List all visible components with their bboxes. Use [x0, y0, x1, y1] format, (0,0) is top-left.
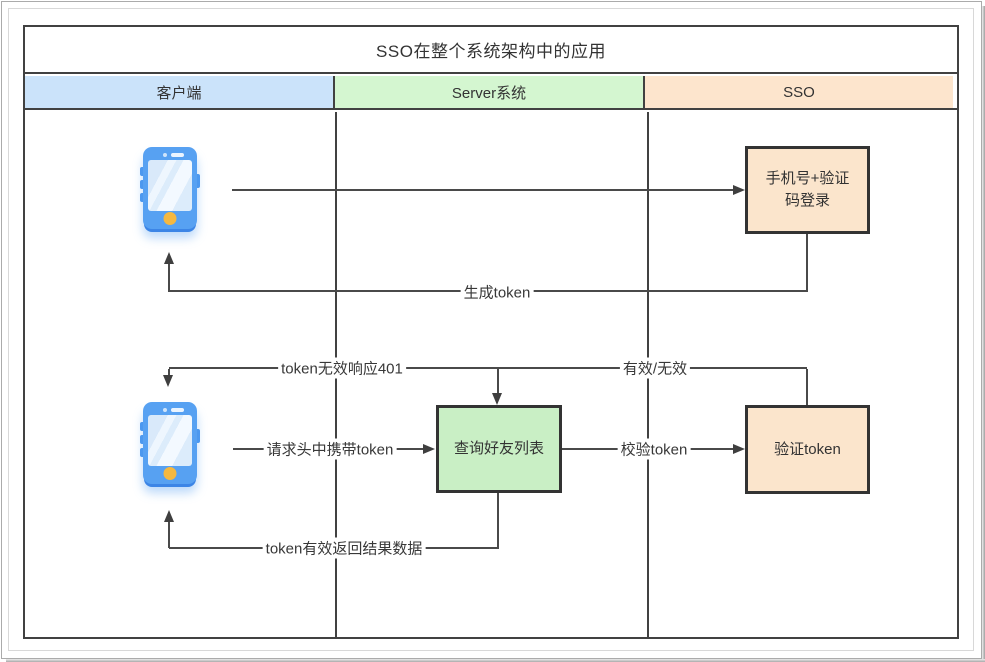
phone-screen [148, 160, 192, 211]
arrow-up-icon [164, 252, 174, 264]
edge-invalid-line-v-left [168, 369, 170, 376]
arrow-up-icon [164, 510, 174, 522]
edge-gen-token-line-v2 [168, 263, 170, 292]
edge-label-valid-invalid: 有效/无效 [619, 357, 691, 379]
arrow-right-icon [733, 444, 745, 454]
edge-label-gen-token: 生成token [460, 281, 534, 303]
edge-label-check-token: 校验token [617, 438, 691, 460]
diagram-title: SSO在整个系统架构中的应用 [25, 27, 957, 74]
arrow-right-icon [733, 185, 745, 195]
phone-speaker-bar [171, 408, 184, 412]
edge-valid-line-h [169, 367, 807, 369]
phone-camera-dot [163, 408, 167, 412]
smartphone-icon[interactable] [140, 147, 200, 233]
edge-valid-line-v-right [806, 369, 808, 405]
edge-gen-token-line-v1 [806, 234, 808, 292]
edge-label-valid-return: token有效返回结果数据 [262, 537, 426, 559]
lane-header-client: 客户端 [25, 76, 335, 108]
edge-valid-return-line-v1 [497, 493, 499, 549]
lane-header-sso: SSO [645, 76, 953, 108]
smartphone-icon[interactable] [140, 402, 200, 488]
edge-valid-line-v-branch [497, 369, 499, 394]
page-frame-inner [8, 8, 974, 651]
edge-label-invalid-401: token无效响应401 [278, 357, 406, 379]
arrow-down-icon [492, 393, 502, 405]
phone-speaker-bar [171, 153, 184, 157]
arrow-right-icon [423, 444, 435, 454]
lane-header-row: 客户端 Server系统 SSO [25, 76, 957, 110]
phone-camera-dot [163, 153, 167, 157]
node-friend-list-box[interactable]: 查询好友列表 [436, 405, 562, 493]
phone-side-button [194, 429, 200, 443]
phone-screen [148, 415, 192, 466]
arrow-down-icon [163, 375, 173, 387]
edge-valid-return-line-v2 [168, 521, 170, 548]
node-login-box[interactable]: 手机号+验证 码登录 [745, 146, 870, 234]
node-verify-token-box[interactable]: 验证token [745, 405, 870, 494]
frame-shadow-bottom [6, 659, 985, 662]
frame-shadow-right [982, 6, 985, 662]
edge-login-request-line [232, 189, 734, 191]
swimlane-table [23, 25, 959, 639]
phone-home-button [163, 467, 177, 480]
phone-side-button [194, 174, 200, 188]
edge-label-req-token: 请求头中携带token [263, 438, 397, 460]
phone-home-button [163, 212, 177, 225]
lane-header-server: Server系统 [335, 76, 645, 108]
